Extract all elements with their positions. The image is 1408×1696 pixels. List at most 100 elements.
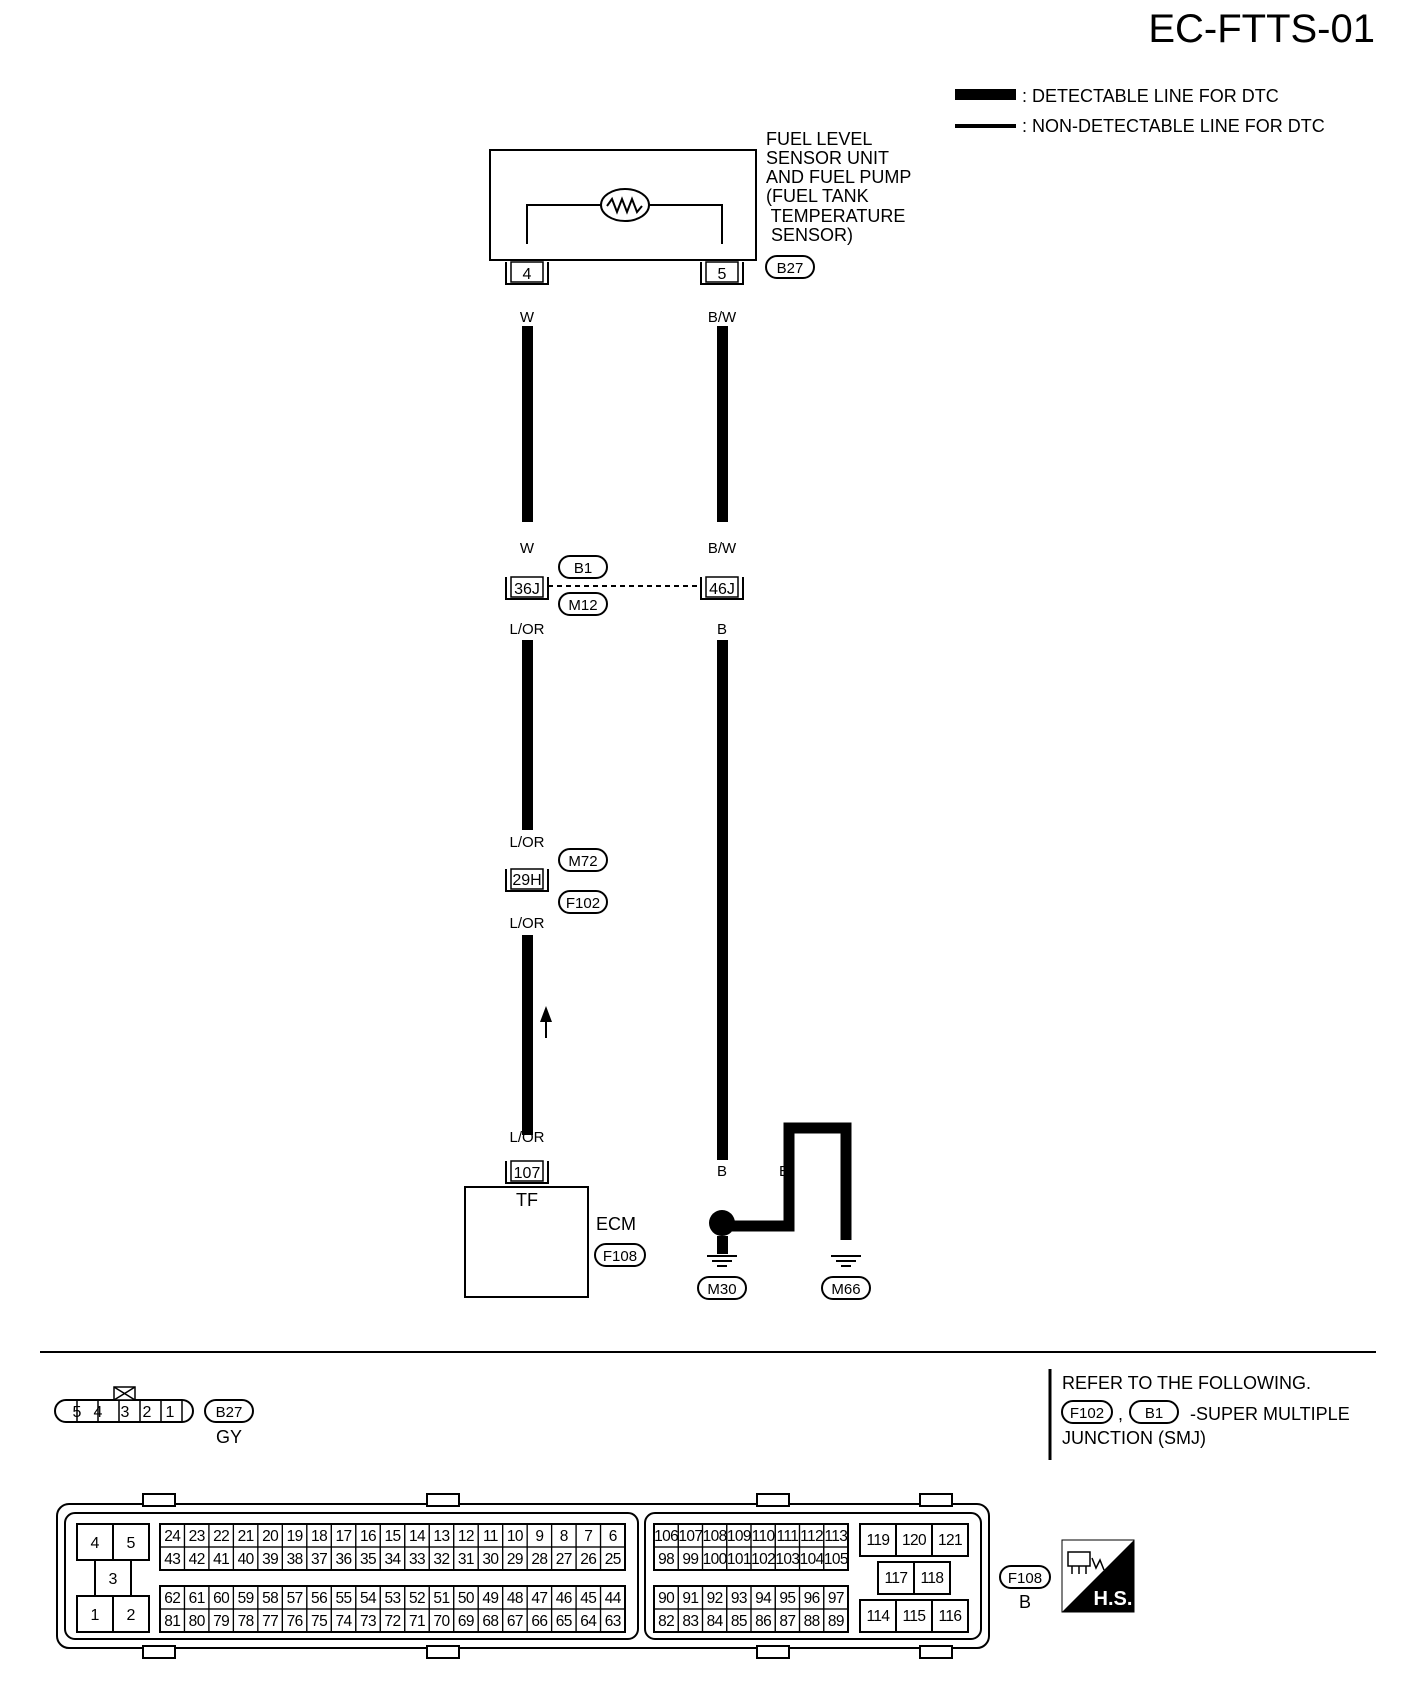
f108-pin-102: 102 — [751, 1551, 775, 1568]
f108-pin-85: 85 — [731, 1613, 747, 1630]
f108-pin-9: 9 — [535, 1528, 543, 1545]
f108-pin-6: 6 — [609, 1528, 617, 1545]
ecm-pin-107 — [510, 1160, 544, 1182]
sensor-name-line-4: (FUEL TANK — [766, 186, 869, 206]
f108-pin-1: 1 — [91, 1607, 100, 1624]
f108-pin-86: 86 — [755, 1613, 771, 1630]
f108-pin-114: 114 — [867, 1608, 891, 1625]
junction-2-conn-bottom-label: F102 — [566, 895, 600, 912]
f108-pin-28: 28 — [531, 1551, 547, 1568]
f108-pin-39: 39 — [262, 1551, 278, 1568]
f108-pin-cell — [823, 1608, 849, 1633]
f108-latch-top-2 — [426, 1493, 460, 1507]
f108-pin-29: 29 — [507, 1551, 523, 1568]
refer-sep: , — [1118, 1404, 1123, 1424]
f108-pin-15: 15 — [384, 1528, 400, 1545]
f108-pin-cell — [823, 1546, 849, 1571]
f108-pin-72: 72 — [384, 1613, 400, 1630]
wire-label-right-j1-in: B/W — [708, 540, 737, 557]
f108-pin-47: 47 — [531, 1590, 547, 1607]
wire-left — [522, 326, 533, 1135]
f108-pin-26: 26 — [580, 1551, 596, 1568]
f108-right-block: 119 120 121 117 118 114 115 116 — [859, 1523, 969, 1633]
junction-36j-label: 36J — [514, 581, 540, 598]
refer-conn-1-label: F102 — [1070, 1405, 1104, 1422]
ground-m30-label: M30 — [707, 1281, 736, 1298]
ecm-box — [464, 1186, 589, 1298]
f108-pin-cell — [599, 1608, 626, 1633]
refer-conn-2-badge — [1129, 1400, 1179, 1424]
f108-pin-58: 58 — [262, 1590, 278, 1607]
f108-frame-a — [64, 1512, 639, 1640]
f108-pin-13: 13 — [433, 1528, 449, 1545]
f108-pin-17: 17 — [336, 1528, 352, 1545]
f108-pin-105: 105 — [824, 1551, 848, 1568]
f108-pin-21: 21 — [238, 1528, 254, 1545]
f108-pin-62: 62 — [164, 1590, 180, 1607]
junction-2: 29H M72 F102 — [505, 848, 608, 914]
f108-face-connector-badge — [999, 1565, 1051, 1589]
legend-detectable-swatch — [955, 89, 1016, 100]
sensor-pin-4: 4 — [505, 261, 549, 285]
f108-pin-30: 30 — [482, 1551, 499, 1568]
b27-face-pin-5: 5 — [73, 1404, 82, 1421]
b27-face-connector-badge — [204, 1399, 254, 1423]
f108-pin-91: 91 — [682, 1590, 698, 1607]
f108-pin-68: 68 — [482, 1613, 498, 1630]
f108-pin-111: 111 — [776, 1528, 798, 1545]
junction-2-conn-top-badge — [558, 848, 608, 872]
f108-pin-80: 80 — [189, 1613, 206, 1630]
f108-pin-49: 49 — [482, 1590, 498, 1607]
f108-pin-38: 38 — [287, 1551, 303, 1568]
f108-pin-110: 110 — [752, 1528, 776, 1545]
ground-wire-bridge — [783, 1122, 852, 1240]
f108-pin-14: 14 — [409, 1528, 426, 1545]
f108-pin-45: 45 — [580, 1590, 596, 1607]
f108-pin-95: 95 — [779, 1590, 795, 1607]
f108-pin-53: 53 — [384, 1590, 400, 1607]
legend-non-detectable-label: : NON-DETECTABLE LINE FOR DTC — [1022, 116, 1325, 136]
f108-pin-103: 103 — [775, 1551, 799, 1568]
f108-latch-bottom-2 — [426, 1645, 460, 1659]
junction-29h-bracket — [505, 869, 549, 892]
f108-pin-18: 18 — [311, 1528, 327, 1545]
f108-pin-115: 115 — [903, 1608, 926, 1625]
f108-pin-94: 94 — [755, 1590, 772, 1607]
wire-label-left-top: W — [520, 309, 535, 326]
f108-pin-64: 64 — [580, 1613, 597, 1630]
ground-wire-label-1: B — [717, 1163, 727, 1180]
f108-pin-2: 2 — [127, 1607, 136, 1624]
f108-pin-16: 16 — [360, 1528, 376, 1545]
f108-pin-40: 40 — [238, 1551, 255, 1568]
f108-pin-71: 71 — [409, 1613, 425, 1630]
f108-left-block: 4 5 3 1 2 — [76, 1523, 150, 1633]
f108-pin-77: 77 — [262, 1613, 278, 1630]
f108-pin-63: 63 — [605, 1613, 621, 1630]
sensor-pin-4-label: 4 — [523, 266, 532, 283]
sensor-pin-5-label: 5 — [718, 266, 727, 283]
f108-pin-66: 66 — [531, 1613, 547, 1630]
f108-pin-42: 42 — [189, 1551, 205, 1568]
f108-pin-19: 19 — [287, 1528, 303, 1545]
ground-m66-badge — [821, 1276, 871, 1300]
f108-pin-107: 107 — [678, 1528, 702, 1545]
f108-pin-81: 81 — [164, 1613, 180, 1630]
f108-pin-119: 119 — [867, 1532, 890, 1549]
legend-non-detectable-swatch — [955, 124, 1016, 128]
f108-pin-60: 60 — [213, 1590, 230, 1607]
f108-pin-46: 46 — [556, 1590, 572, 1607]
f108-pin-20: 20 — [262, 1528, 279, 1545]
f108-pin-100: 100 — [703, 1551, 728, 1568]
f108-pin-88: 88 — [804, 1613, 820, 1630]
wire-label-right-top: B/W — [708, 309, 737, 326]
refer-note: REFER TO THE FOLLOWING. F102 , B1 -SUPER… — [1048, 1369, 1350, 1460]
harness-connector-icon — [1067, 1551, 1105, 1574]
wire-w-segment — [522, 326, 533, 522]
f108-pin-118: 118 — [921, 1570, 944, 1587]
f108-face-color: B — [1019, 1592, 1031, 1612]
wire-bw-segment — [717, 326, 728, 522]
junction-2-conn-bottom-badge — [558, 890, 608, 914]
